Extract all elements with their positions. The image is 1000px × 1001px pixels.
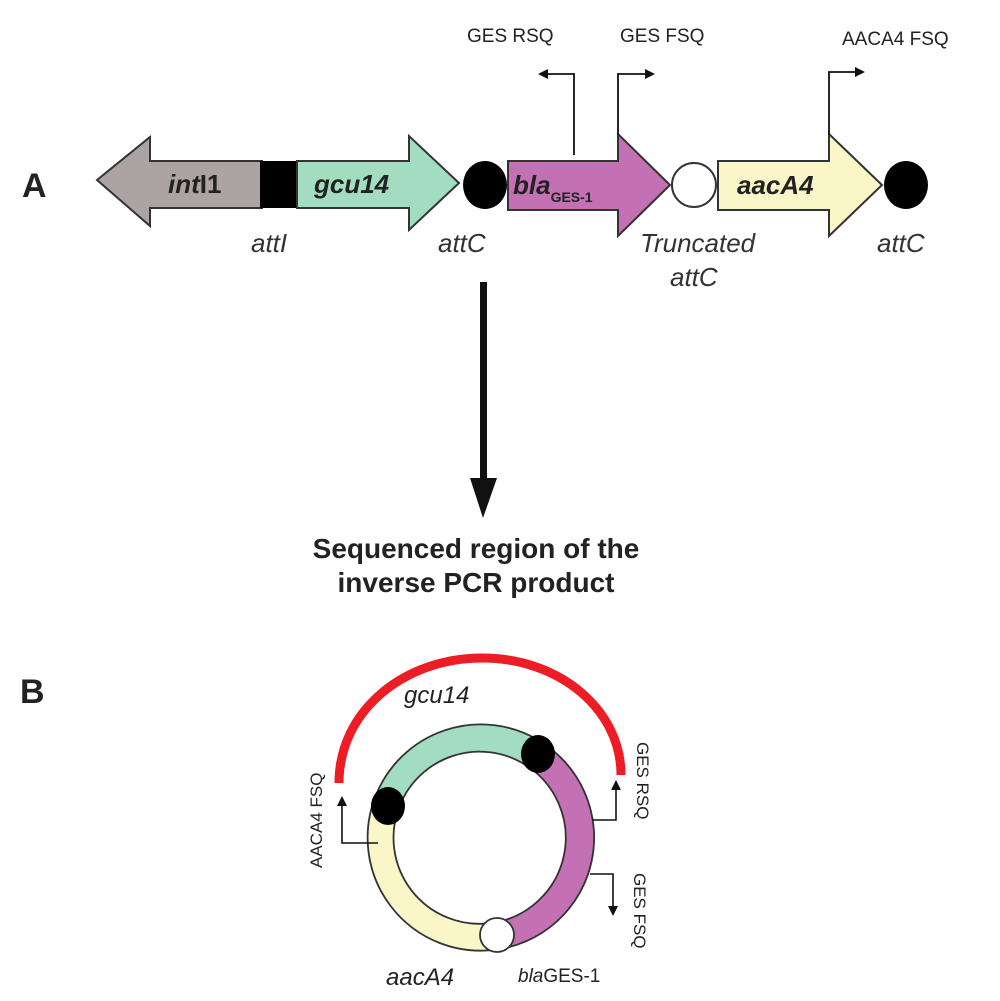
gcu14-gene-arrow <box>296 133 461 233</box>
gcu14-ring-label: gcu14 <box>404 682 469 709</box>
aacA4-gene-label: aacA4 <box>737 170 814 200</box>
attC-ring-marker-right <box>521 735 555 773</box>
aacA4-ring-label: aacA4 <box>386 964 454 991</box>
aaca4-fsq-primer-label: AACA4 FSQ <box>842 29 949 50</box>
bla-ges1-gene-arrow <box>507 131 672 239</box>
attC-site-label: attC <box>438 228 486 258</box>
attI-site-box <box>260 161 297 208</box>
aaca4-fsq-ring-label: AACA4 FSQ <box>307 773 326 868</box>
circular-plasmid <box>366 723 595 952</box>
ges-fsq-ring-label: GES FSQ <box>630 873 649 949</box>
down-arrow <box>470 282 497 518</box>
truncated-attC-label-line1: Truncated <box>640 228 757 258</box>
bla-ges1-gene-label: blaGES-1 <box>513 170 593 205</box>
aaca4-fsq-ring-primer-arrow <box>337 796 378 844</box>
truncated-attC-ring-marker <box>479 917 515 953</box>
ges-rsq-primer-label: GES RSQ <box>467 26 554 47</box>
attC-site-label-2: attC <box>877 228 925 258</box>
ges-fsq-ring-primer-arrow <box>590 873 618 916</box>
attC-ring-marker-left <box>371 787 405 825</box>
caption-line2: inverse PCR product <box>338 567 615 598</box>
aacA4-gene-arrow <box>717 131 884 239</box>
attI-site-label: attI <box>251 228 287 258</box>
bla-ges1-ring-label: blaGES-1 <box>518 966 600 987</box>
ges-rsq-ring-primer-arrow <box>592 780 621 821</box>
ges-rsq-ring-label: GES RSQ <box>633 742 652 819</box>
ges-rsq-primer-arrow <box>538 69 575 155</box>
attC-site-marker-2 <box>884 161 928 209</box>
attC-site-marker <box>463 161 507 209</box>
intI1-gene-label: intI1 <box>168 169 221 199</box>
truncated-attC-label-line2: attC <box>670 262 718 292</box>
ges-fsq-primer-label: GES FSQ <box>620 26 704 47</box>
panel-a-label: A <box>22 167 47 205</box>
panel-b-label: B <box>20 673 45 711</box>
aaca4-fsq-primer-arrow <box>828 67 865 135</box>
truncated-attC-marker <box>671 162 717 208</box>
ges-fsq-primer-arrow <box>617 69 655 135</box>
gcu14-gene-label: gcu14 <box>313 169 390 199</box>
caption-line1: Sequenced region of the <box>313 533 640 564</box>
sequenced-region-arc <box>334 653 626 784</box>
